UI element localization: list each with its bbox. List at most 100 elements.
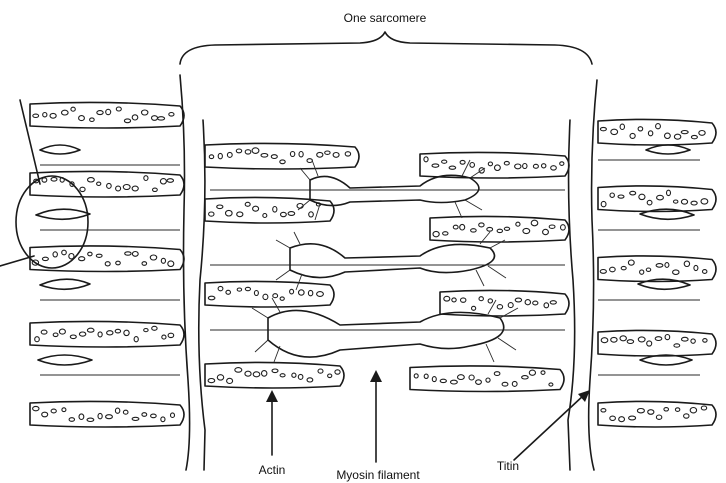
actin-bead — [167, 179, 173, 183]
actin-bead — [123, 185, 130, 190]
actin-bead — [703, 270, 707, 274]
actin-bead — [550, 301, 556, 304]
label-arrows — [266, 370, 590, 462]
actin-bead — [308, 290, 312, 295]
actin-bead — [237, 288, 241, 291]
actin-bead — [106, 109, 111, 114]
actin-bead — [460, 160, 465, 164]
actin-bead — [97, 182, 101, 185]
actin-bead — [432, 377, 436, 382]
actin-bead — [317, 292, 324, 297]
actin-bead — [655, 337, 662, 341]
actin-bead — [107, 183, 112, 188]
actin-bead — [470, 163, 475, 168]
actin-bead — [271, 155, 277, 159]
actin-bead — [601, 409, 606, 412]
actin-bead — [51, 178, 57, 182]
actin-bead — [629, 416, 636, 420]
actin-bead — [307, 159, 312, 163]
actin-bead — [533, 301, 538, 305]
actin-bead — [237, 212, 243, 217]
actin-bead — [105, 262, 110, 266]
actin-bead — [333, 153, 339, 158]
actin-bead — [619, 417, 625, 422]
actin-bead — [98, 413, 102, 418]
filament-lines — [40, 160, 700, 375]
actin-bead — [142, 413, 147, 417]
actin-bead — [79, 116, 85, 121]
actin-bead — [440, 379, 446, 382]
actin-bead — [116, 107, 121, 111]
actin-bead — [51, 409, 56, 413]
actin-bead — [523, 228, 530, 233]
actin-bead — [171, 413, 175, 418]
actin-bead — [309, 212, 314, 217]
actin-bead — [471, 229, 477, 232]
actin-bead — [476, 380, 482, 385]
actin-bead — [665, 335, 670, 340]
actin-bead — [169, 113, 174, 117]
actin-bead — [549, 383, 553, 386]
actin-bead — [657, 195, 664, 200]
actin-bead — [158, 117, 165, 120]
actin-bead — [638, 337, 645, 342]
actin-bead — [292, 373, 296, 377]
actin-bead — [227, 152, 232, 157]
actin-bead — [628, 260, 634, 265]
actin-bead — [235, 368, 242, 373]
actin-bead — [69, 254, 74, 259]
actin-bead — [132, 417, 139, 420]
z-lines — [180, 75, 597, 470]
myosin-label: Myosin filament — [336, 468, 420, 482]
actin-bead — [317, 152, 323, 157]
actin-bead — [479, 297, 483, 301]
actin-bead — [610, 193, 614, 197]
actin-bead — [424, 157, 428, 162]
actin-bead — [684, 261, 689, 266]
actin-bead — [262, 371, 267, 377]
actin-bead — [551, 166, 557, 170]
actin-bead — [134, 337, 138, 342]
actin-bead — [35, 337, 40, 342]
actin-bead — [79, 332, 85, 336]
actin-strand — [205, 362, 344, 388]
actin-bead — [226, 210, 233, 216]
actin-bead — [281, 212, 287, 216]
actin-bead — [123, 410, 128, 414]
actin-bead — [124, 119, 130, 123]
myosin-filament — [290, 244, 495, 278]
actin-bead — [611, 337, 617, 342]
actin-bead — [541, 371, 545, 375]
actin-strand — [30, 401, 184, 427]
actin-bead — [461, 298, 466, 302]
actin-bead — [691, 201, 697, 205]
actin-bead — [87, 328, 94, 332]
actin-bead — [41, 330, 47, 334]
actin-bead — [253, 372, 260, 377]
actin-bead — [667, 190, 671, 195]
actin-bead — [601, 338, 608, 343]
actin-bead — [449, 166, 456, 169]
actin-bead — [272, 369, 278, 373]
actin-bead — [516, 222, 520, 226]
actin-bead — [487, 227, 493, 231]
actin-bead — [703, 339, 707, 343]
actin-bead — [132, 115, 138, 120]
actin-bead — [42, 412, 48, 417]
actin-bead — [254, 291, 258, 296]
actin-bead — [335, 370, 340, 374]
actin-bead — [494, 372, 500, 376]
actin-bead — [208, 379, 215, 383]
actin-bead — [682, 337, 689, 341]
actin-bead — [42, 257, 48, 260]
actin-bead — [328, 374, 332, 378]
actin-bead — [273, 207, 277, 213]
actin-bead — [132, 186, 138, 191]
actin-bead — [656, 415, 661, 419]
actin-bead — [523, 164, 527, 169]
actin-bead — [664, 408, 669, 411]
actin-bead — [116, 186, 121, 191]
actin-bead — [646, 268, 650, 271]
actin-bead — [97, 111, 103, 115]
actin-bead — [80, 187, 85, 191]
